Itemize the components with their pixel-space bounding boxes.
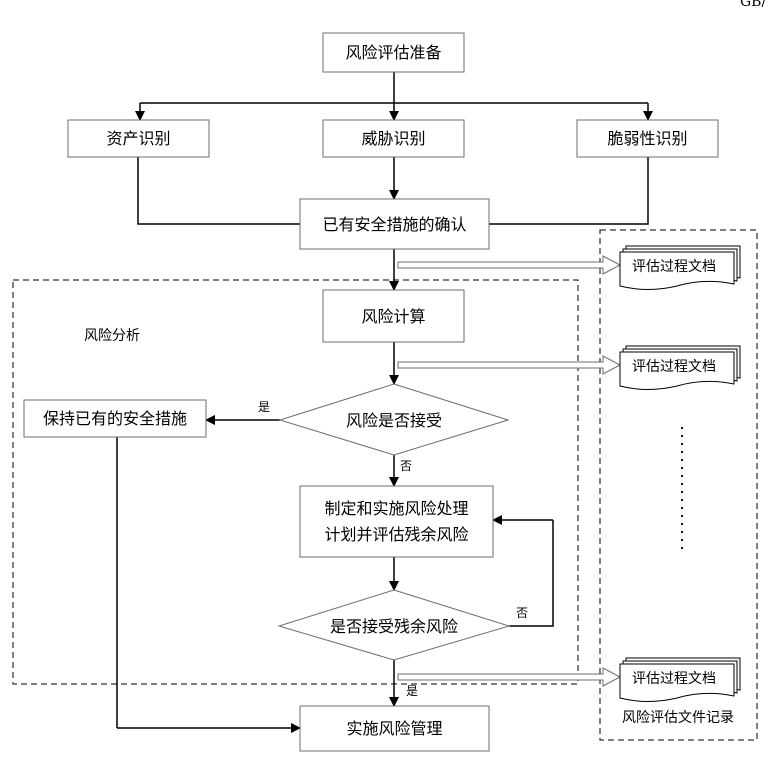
records-region-label: 风险评估文件记录 <box>622 710 734 726</box>
node-threat: 威胁识别 <box>322 119 465 158</box>
doc-2-label: 评估过程文档 <box>632 359 716 375</box>
node-prep-label: 风险评估准备 <box>345 43 441 62</box>
connectors <box>116 72 653 733</box>
doc-3-label: 评估过程文档 <box>632 671 716 687</box>
doc-1: 评估过程文档 <box>619 245 741 290</box>
node-implement-label: 实施风险管理 <box>346 719 442 738</box>
node-threat-label: 威胁识别 <box>361 129 425 148</box>
edge-yes-keep: 是 <box>258 400 270 414</box>
node-calc: 风险计算 <box>322 289 465 343</box>
node-confirm-label: 已有安全措施的确认 <box>322 215 466 234</box>
node-accept-label: 风险是否接受 <box>346 411 442 430</box>
node-keep-label: 保持已有的安全措施 <box>43 409 187 428</box>
doc-3: 评估过程文档 <box>619 657 741 702</box>
records-region <box>599 229 758 741</box>
node-prep: 风险评估准备 <box>322 32 465 73</box>
node-confirm: 已有安全措施的确认 <box>299 198 490 250</box>
header-code: GB/ <box>740 0 766 10</box>
doc-2: 评估过程文档 <box>619 345 741 390</box>
node-accept: 风险是否接受 <box>278 383 510 456</box>
edge-no-plan: 否 <box>400 459 412 473</box>
doc-arrows <box>397 255 622 687</box>
node-vuln: 脆弱性识别 <box>576 119 719 158</box>
analysis-region <box>12 279 579 685</box>
node-plan: 制定和实施风险处理 计划并评估残余风险 <box>299 485 494 558</box>
node-plan-label-line2: 计划并评估残余风险 <box>324 525 468 544</box>
node-implement: 实施风险管理 <box>299 705 490 752</box>
node-vuln-label: 脆弱性识别 <box>607 129 687 148</box>
node-residual-label: 是否接受残余风险 <box>330 617 458 636</box>
edge-yes-implement: 是 <box>406 684 418 698</box>
node-residual: 是否接受残余风险 <box>277 589 511 661</box>
doc-1-label: 评估过程文档 <box>632 259 716 275</box>
node-asset-label: 资产识别 <box>106 129 170 148</box>
node-asset: 资产识别 <box>67 119 210 158</box>
analysis-region-label: 风险分析 <box>84 328 140 344</box>
edge-no-loop: 否 <box>516 606 528 620</box>
node-keep: 保持已有的安全措施 <box>23 399 207 438</box>
node-calc-label: 风险计算 <box>361 307 425 326</box>
node-plan-label-line1: 制定和实施风险处理 <box>324 499 468 518</box>
